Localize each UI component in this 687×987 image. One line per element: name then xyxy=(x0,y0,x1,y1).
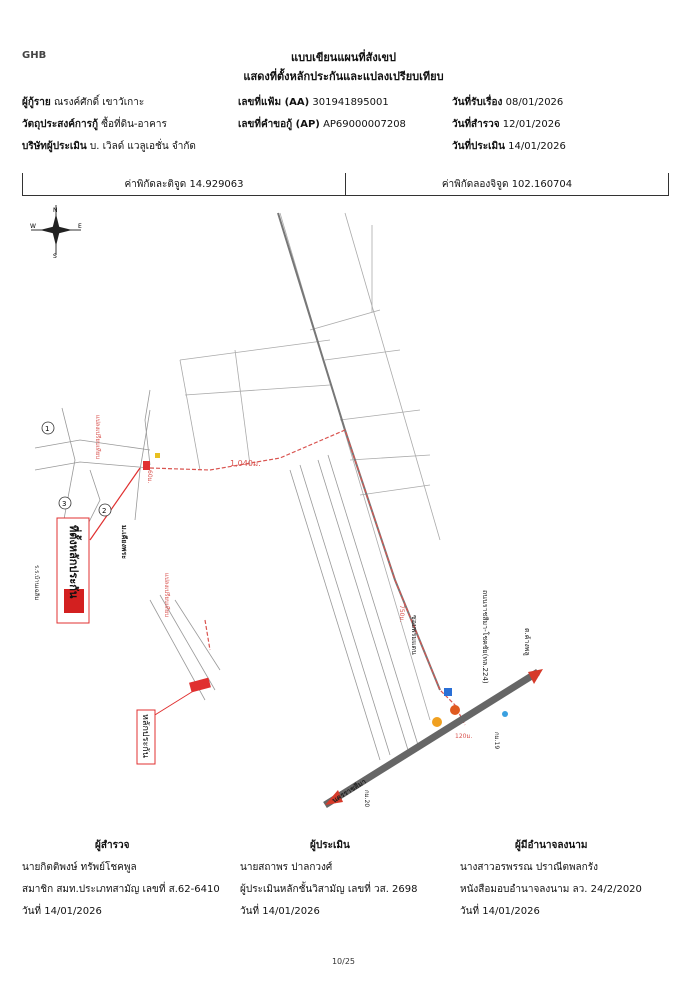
survey-label: วันที่สำรวจ xyxy=(452,119,500,130)
info-icon xyxy=(444,688,452,696)
borrower-value: ณรงค์ศักดิ์ เขาวัเกาะ xyxy=(53,97,145,108)
received-row: วันที่รับเรื่อง 08/01/2026 xyxy=(452,95,563,110)
location-map: N S E W xyxy=(30,205,543,808)
longitude: ค่าพิกัดลองจิจูด 102.160704 xyxy=(441,179,573,190)
map-markers: 1 2 3 xyxy=(41,421,508,727)
purpose-value: ซื้อที่ดิน-อาคาร xyxy=(101,119,167,130)
distance-b: 750ม. xyxy=(398,605,405,622)
compare1-label: แปลงเปรียบเทียบ xyxy=(163,573,171,617)
request-no-label: เลขที่คำขอกู้ (AP) xyxy=(238,119,320,130)
authorizer-authority: หนังสือมอบอำนาจลงนาม ลว. 24/2/2020 xyxy=(460,884,642,895)
survey-row: วันที่สำรวจ 12/01/2026 xyxy=(452,117,560,132)
to-left-label: นครราชสีมา xyxy=(331,777,368,804)
to-right-label: ต.ค้างพลู xyxy=(523,628,531,656)
main-highway xyxy=(323,669,543,808)
compass-s: S xyxy=(53,253,57,260)
appraiser-role: ผู้ประเมิน xyxy=(310,840,350,851)
received-value: 08/01/2026 xyxy=(505,97,564,108)
distance-a: 60ม. xyxy=(146,470,153,484)
compass-icon: N S E W xyxy=(30,205,82,260)
svg-text:1: 1 xyxy=(45,425,49,433)
appraiser-company-value: บ. เวิลด์ แวลูเอชั่น จำกัด xyxy=(89,141,196,152)
distance-labels: 1,040ม. 60ม. 750ม. 120ม. xyxy=(146,459,472,740)
school-label: ร.ร.บ้านเฉลิม xyxy=(33,565,40,600)
survey-value: 12/01/2026 xyxy=(502,119,561,130)
authorizer-role: ผู้มีอำนาจลงนาม xyxy=(515,840,588,851)
secondary-road xyxy=(277,212,441,691)
appraiser-company-row: บริษัทผู้ประเมิน บ. เวิลด์ แวลูเอชั่น จำ… xyxy=(22,139,196,154)
appraiser-date: วันที่ 14/01/2026 xyxy=(240,906,320,917)
appraise-value: 14/01/2026 xyxy=(508,141,566,152)
distance-c: 120ม. xyxy=(455,733,472,740)
file-no-row: เลขที่แฟ้ม (AA) 301941895001 xyxy=(238,95,389,110)
file-no-value: 301941895001 xyxy=(312,97,389,108)
collateral-marker xyxy=(89,461,211,719)
appraiser-company-label: บริษัทผู้ประเมิน xyxy=(22,141,87,152)
authorizer-date: วันที่ 14/01/2026 xyxy=(460,906,540,917)
compare2-label: แปลงเปรียบเทียบ xyxy=(94,415,102,459)
appraise-label: วันที่ประเมิน xyxy=(452,141,505,152)
file-no-label: เลขที่แฟ้ม (AA) xyxy=(238,97,310,108)
appraiser-name: นายสถาพร ปาลกวงศ์ xyxy=(240,862,333,873)
latitude: ค่าพิกัดละติจูด 14.929063 xyxy=(124,179,244,190)
shop-icon xyxy=(155,453,160,458)
coordinates-divider xyxy=(345,173,346,195)
marker-3 xyxy=(58,496,72,510)
page-title: แบบเขียนแผนที่สังเขป xyxy=(291,51,396,64)
received-label: วันที่รับเรื่อง xyxy=(452,97,503,108)
borrower-row: ผู้กู้ราย ณรงค์ศักดิ์ เขาวัเกาะ xyxy=(22,95,144,110)
compass-w: W xyxy=(30,223,36,230)
gas-station-icon xyxy=(432,717,442,727)
page-subtitle: แสดงที่ตั้งหลักประกันและแปลงเปรียบเทียบ xyxy=(243,70,444,83)
coordinates-box: ค่าพิกัดละติจูด 14.929063 ค่าพิกัดลองจิจ… xyxy=(22,173,669,196)
collateral-small-label: หลักประกัน xyxy=(140,714,150,758)
compass-e: E xyxy=(78,223,82,230)
distance-main: 1,040ม. xyxy=(230,459,261,468)
compass-n: N xyxy=(53,207,58,214)
arrow-left-icon xyxy=(325,790,343,805)
village-label: ม.เคียงพระ xyxy=(120,525,128,559)
page-number: 10/25 xyxy=(331,957,356,966)
collateral-label: ที่ตั้งหลักประกัน xyxy=(67,525,82,599)
purpose-label: วัตถุประสงค์การกู้ xyxy=(22,119,99,130)
request-no-value: AP69000007208 xyxy=(323,119,406,130)
appraiser-license: ผู้ประเมินหลักชั้นวิสามัญ เลขที่ วส. 269… xyxy=(240,884,418,895)
surveyor-date: วันที่ 14/01/2026 xyxy=(22,906,102,917)
map-labels: ถนนราชสีมา-โชคชัย(ทล.224) นครราชสีมา ต.ค… xyxy=(33,415,531,807)
appraise-row: วันที่ประเมิน 14/01/2026 xyxy=(452,139,566,154)
svg-text:2: 2 xyxy=(102,507,106,515)
purpose-row: วัตถุประสงค์การกู้ ซื้อที่ดิน-อาคาร xyxy=(22,117,167,132)
shell-station-icon xyxy=(450,705,460,715)
pole-label: กม.19 xyxy=(493,732,500,749)
arrow-right-icon xyxy=(528,669,543,684)
landmark-icon xyxy=(502,711,508,717)
surveyor-license: สมาชิก สมท.ประเภทสามัญ เลขที่ ส.62-6410 xyxy=(22,884,220,895)
surveyor-name: นายกิตติพงษ์ ทรัพย์โชคพูล xyxy=(22,862,137,873)
soi-label: ซอยพรมแดน xyxy=(410,615,418,655)
road-main-label: ถนนราชสีมา-โชคชัย(ทล.224) xyxy=(481,590,490,684)
collateral-label-box: ที่ตั้งหลักประกัน xyxy=(56,517,90,624)
marker-2 xyxy=(98,503,112,517)
request-no-row: เลขที่คำขอกู้ (AP) AP69000007208 xyxy=(238,117,406,132)
svg-text:3: 3 xyxy=(62,500,66,508)
marker-1 xyxy=(41,421,55,435)
borrower-label: ผู้กู้ราย xyxy=(22,97,51,108)
collateral-small-label-box: หลักประกัน xyxy=(136,709,156,765)
authorizer-name: นางสาวอรพรรณ ปราณีตพลกรัง xyxy=(460,862,598,873)
surveyor-role: ผู้สำรวจ xyxy=(95,840,130,851)
logo-ghb: GHB xyxy=(22,50,47,61)
pole2-label: กม.20 xyxy=(363,790,370,807)
land-parcels xyxy=(179,212,441,721)
parallel-roads xyxy=(289,454,419,761)
route-path xyxy=(149,429,466,726)
